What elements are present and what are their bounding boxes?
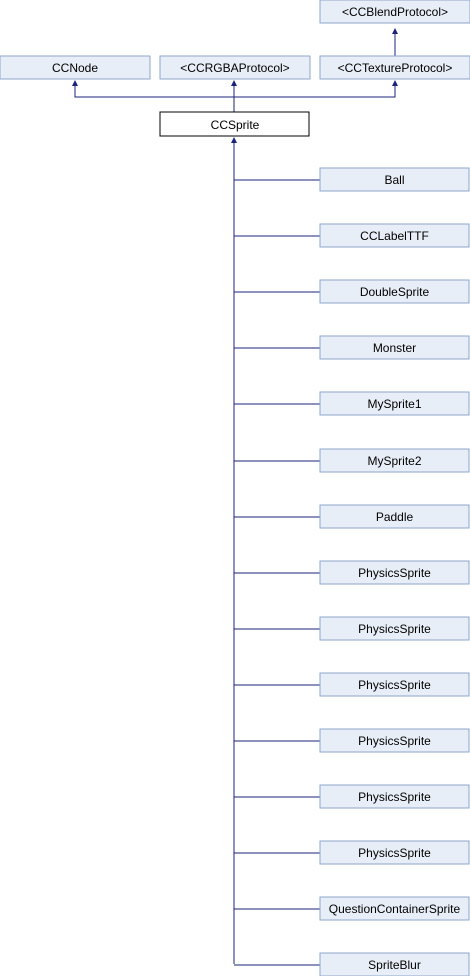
node-label: MySprite1 (367, 397, 421, 411)
node-subclass[interactable]: Monster (319, 335, 470, 360)
node-label: PhysicsSprite (358, 622, 431, 636)
node-subclass[interactable]: Ball (319, 167, 470, 192)
node-label: CCSprite (211, 118, 260, 132)
node-label: PhysicsSprite (358, 790, 431, 804)
node-label: PhysicsSprite (358, 734, 431, 748)
node-label: DoubleSprite (360, 285, 430, 299)
edge-sprite-to-texture (234, 85, 396, 98)
node-label: Ball (384, 173, 404, 187)
node-label: MySprite2 (367, 454, 421, 468)
node-label: CCLabelTTF (360, 229, 429, 243)
node-label: <CCTextureProtocol> (338, 61, 453, 75)
arrowhead-texture (392, 80, 398, 86)
node-label: PhysicsSprite (358, 846, 431, 860)
node-subclass[interactable]: SpriteBlur (319, 952, 470, 976)
node-cctextureprotocol[interactable]: <CCTextureProtocol> (319, 55, 470, 80)
node-label: <CCRGBAProtocol> (180, 61, 289, 75)
arrowhead-ccnode (72, 80, 78, 86)
node-subclass[interactable]: PhysicsSprite (319, 616, 470, 641)
node-label: Paddle (376, 510, 414, 524)
node-label: SpriteBlur (368, 958, 421, 972)
node-subclass[interactable]: Paddle (319, 504, 470, 529)
node-subclass[interactable]: PhysicsSprite (319, 728, 470, 753)
node-label: QuestionContainerSprite (329, 902, 461, 916)
node-subclass[interactable]: QuestionContainerSprite (319, 896, 470, 921)
node-label: Monster (373, 341, 416, 355)
edge-sprite-to-ccnode (74, 85, 234, 98)
node-ccrgbaprotocol[interactable]: <CCRGBAProtocol> (159, 55, 311, 80)
node-subclass[interactable]: MySprite1 (319, 391, 470, 416)
node-ccnode[interactable]: CCNode (0, 55, 151, 80)
node-subclass[interactable]: DoubleSprite (319, 279, 470, 304)
node-label: PhysicsSprite (358, 566, 431, 580)
node-label: PhysicsSprite (358, 678, 431, 692)
node-subclass[interactable]: PhysicsSprite (319, 672, 470, 697)
node-ccblendprotocol[interactable]: <CCBlendProtocol> (319, 0, 470, 24)
arrowhead-blend (392, 28, 398, 34)
node-label: <CCBlendProtocol> (342, 5, 448, 19)
node-subclass[interactable]: PhysicsSprite (319, 560, 470, 585)
arrowhead-ccsprite (231, 137, 237, 143)
node-subclass[interactable]: CCLabelTTF (319, 223, 470, 248)
arrowhead-rgba (231, 80, 237, 86)
node-subclass[interactable]: MySprite2 (319, 448, 470, 473)
node-subclass[interactable]: PhysicsSprite (319, 840, 470, 865)
node-label: CCNode (52, 61, 98, 75)
node-subclass[interactable]: PhysicsSprite (319, 784, 470, 809)
subclass-branches (234, 179, 320, 966)
inheritance-edges (72, 28, 398, 966)
node-ccsprite: CCSprite (159, 111, 310, 137)
